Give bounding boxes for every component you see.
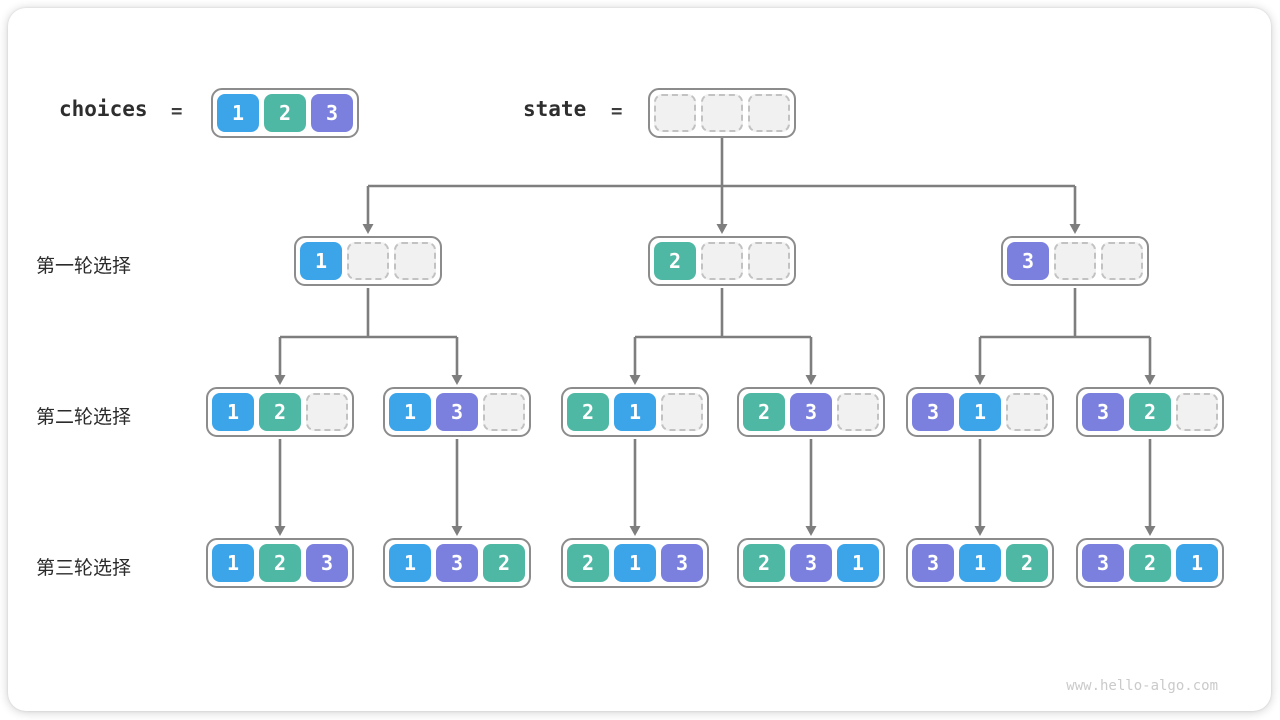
state-cell-2: 2 [483, 544, 525, 582]
choices-equals-sign: = [171, 100, 183, 122]
state-cell-empty [1054, 242, 1096, 280]
state-cell-2: 2 [654, 242, 696, 280]
state-node-round1-3: 3 [1001, 236, 1149, 286]
state-cell-1: 1 [212, 544, 254, 582]
state-label: state [523, 97, 587, 121]
state-cell-3: 3 [306, 544, 348, 582]
state-cell-3: 3 [661, 544, 703, 582]
state-cell-1: 1 [300, 242, 342, 280]
state-cell-empty [306, 393, 348, 431]
choices-label: choices [59, 97, 148, 121]
state-array-root [648, 88, 796, 138]
state-cell-empty [654, 94, 696, 132]
state-cell-3: 3 [790, 393, 832, 431]
state-cell-3: 3 [1007, 242, 1049, 280]
state-cell-3: 3 [1082, 393, 1124, 431]
state-cell-empty [1006, 393, 1048, 431]
state-cell-2: 2 [1129, 544, 1171, 582]
choices-cell-3: 3 [311, 94, 353, 132]
state-cell-empty [748, 94, 790, 132]
state-cell-2: 2 [743, 544, 785, 582]
state-cell-2: 2 [259, 393, 301, 431]
round-1-label: 第一轮选择 [36, 256, 132, 277]
state-cell-2: 2 [1006, 544, 1048, 582]
state-cell-empty [748, 242, 790, 280]
state-node-round1-2: 2 [648, 236, 796, 286]
state-cell-empty [347, 242, 389, 280]
state-cell-3: 3 [790, 544, 832, 582]
state-cell-3: 3 [912, 544, 954, 582]
state-cell-1: 1 [389, 544, 431, 582]
choices-cell-1: 1 [217, 94, 259, 132]
state-cell-1: 1 [959, 393, 1001, 431]
state-cell-3: 3 [436, 544, 478, 582]
state-cell-empty [394, 242, 436, 280]
state-cell-1: 1 [614, 544, 656, 582]
state-cell-2: 2 [567, 393, 609, 431]
state-cell-empty [483, 393, 525, 431]
state-cell-1: 1 [959, 544, 1001, 582]
state-cell-2: 2 [743, 393, 785, 431]
state-cell-2: 2 [567, 544, 609, 582]
state-cell-1: 1 [837, 544, 879, 582]
state-cell-empty [837, 393, 879, 431]
state-cell-empty [701, 94, 743, 132]
watermark: www.hello-algo.com [1066, 678, 1218, 694]
state-cell-1: 1 [1176, 544, 1218, 582]
state-cell-2: 2 [259, 544, 301, 582]
choices-cell-2: 2 [264, 94, 306, 132]
state-cell-3: 3 [912, 393, 954, 431]
state-cell-3: 3 [1082, 544, 1124, 582]
state-cell-1: 1 [212, 393, 254, 431]
state-cell-empty [1176, 393, 1218, 431]
state-node-round1-1: 1 [294, 236, 442, 286]
round-3-label: 第三轮选择 [36, 558, 132, 579]
state-cell-1: 1 [614, 393, 656, 431]
state-cell-3: 3 [436, 393, 478, 431]
state-cell-empty [1101, 242, 1143, 280]
state-cell-1: 1 [389, 393, 431, 431]
round-2-label: 第二轮选择 [36, 407, 132, 428]
state-equals-sign: = [611, 100, 623, 122]
state-cell-empty [701, 242, 743, 280]
state-cell-empty [661, 393, 703, 431]
state-cell-2: 2 [1129, 393, 1171, 431]
